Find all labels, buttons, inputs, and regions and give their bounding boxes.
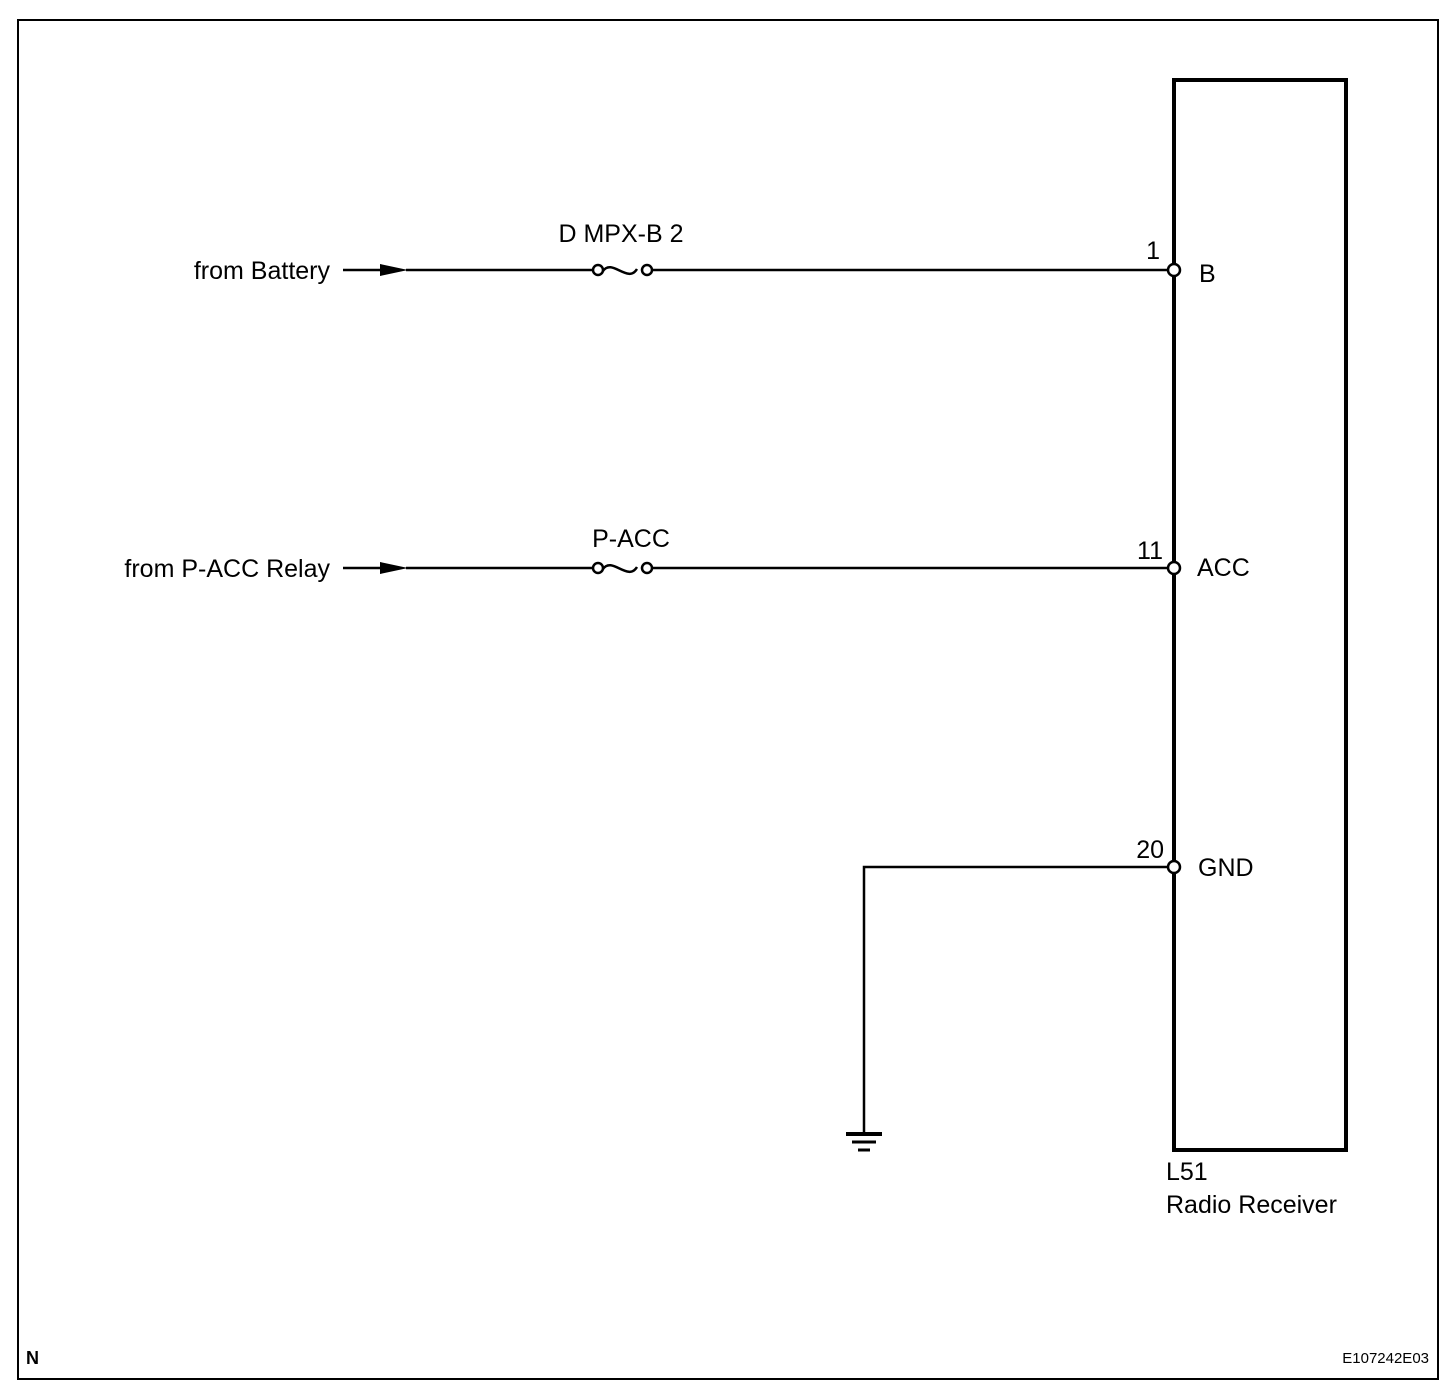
- terminal-icon: [1166, 560, 1182, 576]
- corner-letter: N: [26, 1348, 39, 1368]
- source-label-p-acc-relay: from P-ACC Relay: [124, 555, 330, 583]
- ground-circuit: 20 GND: [846, 836, 1254, 1152]
- fuse-label-p-acc: P-ACC: [592, 525, 670, 553]
- pin-number-20: 20: [1136, 836, 1164, 864]
- p-acc-circuit: from P-ACC Relay P-ACC 11 ACC: [124, 525, 1249, 583]
- battery-circuit: from Battery D MPX-B 2 1 B: [194, 220, 1216, 288]
- source-label-battery: from Battery: [194, 257, 331, 285]
- radio-receiver-box: [1172, 78, 1348, 1152]
- arrow-icon: [380, 562, 408, 574]
- fuse-icon: [591, 561, 654, 575]
- pin-number-11: 11: [1137, 537, 1163, 565]
- fuse-label-d-mpx-b-2: D MPX-B 2: [558, 220, 683, 248]
- component-name: Radio Receiver: [1166, 1191, 1337, 1219]
- arrow-icon: [380, 264, 408, 276]
- pin-name-b: B: [1199, 260, 1216, 288]
- wire-ground: [862, 865, 1168, 1132]
- terminal-icon: [1166, 262, 1182, 278]
- component-code: L51: [1166, 1158, 1208, 1186]
- diagram-frame: [17, 19, 1439, 1380]
- pin-name-gnd: GND: [1198, 854, 1254, 882]
- fuse-icon: [591, 263, 654, 277]
- terminal-icon: [1166, 859, 1182, 875]
- ground-icon: [846, 1132, 882, 1152]
- figure-code: E107242E03: [1342, 1350, 1429, 1367]
- pin-number-1: 1: [1146, 237, 1160, 265]
- pin-name-acc: ACC: [1197, 554, 1250, 582]
